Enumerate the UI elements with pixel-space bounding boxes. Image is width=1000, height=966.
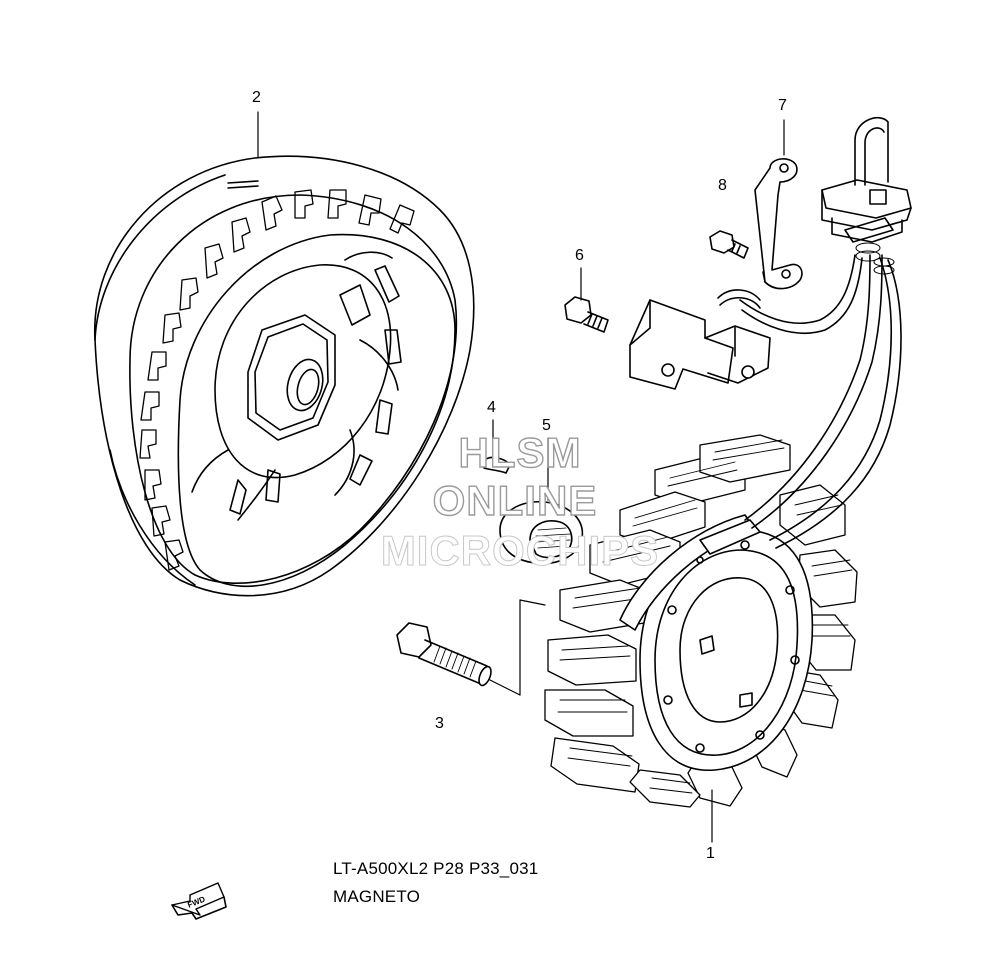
callout-7: 7 [778,97,787,114]
callout-6: 6 [575,247,584,264]
starter-gear [499,501,584,565]
forward-arrow-icon: FWD [171,882,227,920]
leader-lines [257,111,785,843]
callout-1: 1 [706,845,715,862]
stator-coil [544,434,858,808]
watermark-line-1: HLSM [458,429,582,476]
watermark-line-2: ONLINE [432,477,598,524]
watermark-line-3: MICROCHIPS [380,527,660,574]
callout-8: 8 [718,177,727,194]
callout-5: 5 [542,417,551,434]
callout-2: 2 [252,89,261,106]
flywheel-rotor [94,155,475,597]
screw [564,296,609,333]
screw-small [709,230,749,259]
bolt [396,622,492,687]
wire-clamp [754,158,803,290]
diagram-section-title: MAGNETO [333,887,421,906]
diagram-model-code: LT-A500XL2 P28 P33_031 [333,859,539,878]
wire-harness [629,116,912,549]
callout-4: 4 [487,399,496,416]
callout-3: 3 [435,715,444,732]
